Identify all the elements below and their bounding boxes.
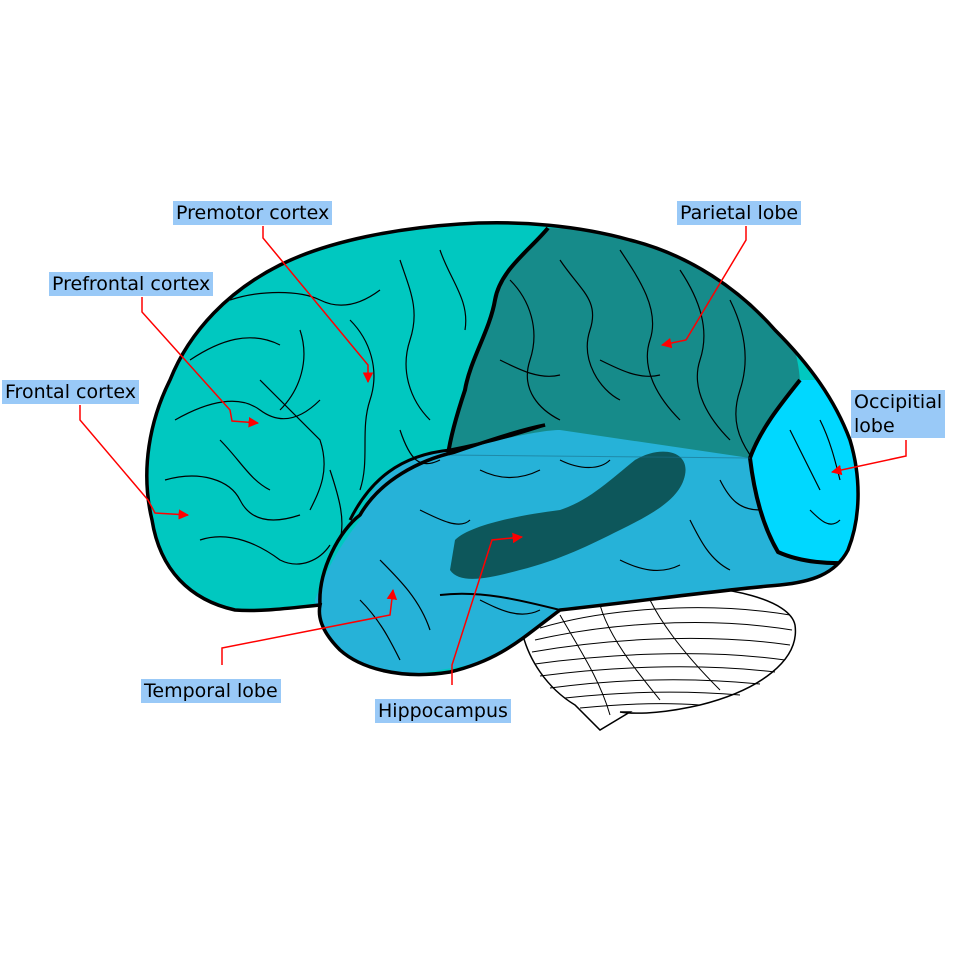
temporal-region xyxy=(315,430,859,675)
hippocampus-leader xyxy=(451,532,524,685)
label-hippocampus: Hippocampus xyxy=(375,699,511,723)
temporal-outline xyxy=(318,423,546,606)
occipital-leader xyxy=(830,440,907,476)
brain-outline xyxy=(145,221,860,677)
label-parietal-lobe: Parietal lobe xyxy=(677,201,802,225)
parietal-leader xyxy=(660,226,747,349)
label-frontal-cortex: Frontal cortex xyxy=(2,380,139,404)
label-occipital-lobe: Occipitial lobe xyxy=(851,390,946,438)
premotor-leader xyxy=(262,226,374,384)
frontal-leader xyxy=(79,405,190,520)
leader-lines xyxy=(79,226,907,685)
temporal-leader xyxy=(221,588,398,665)
label-temporal-lobe: Temporal lobe xyxy=(141,679,281,703)
cerebellum xyxy=(519,584,797,731)
label-prefrontal-cortex: Prefrontal cortex xyxy=(49,272,214,296)
label-occipital-line2: lobe xyxy=(854,415,895,437)
label-occipital-line1: Occipitial xyxy=(854,391,943,413)
prefrontal-leader xyxy=(141,297,260,428)
gyri-lines xyxy=(164,249,841,661)
hippocampus-region xyxy=(450,451,686,579)
label-premotor-cortex: Premotor cortex xyxy=(173,201,333,225)
